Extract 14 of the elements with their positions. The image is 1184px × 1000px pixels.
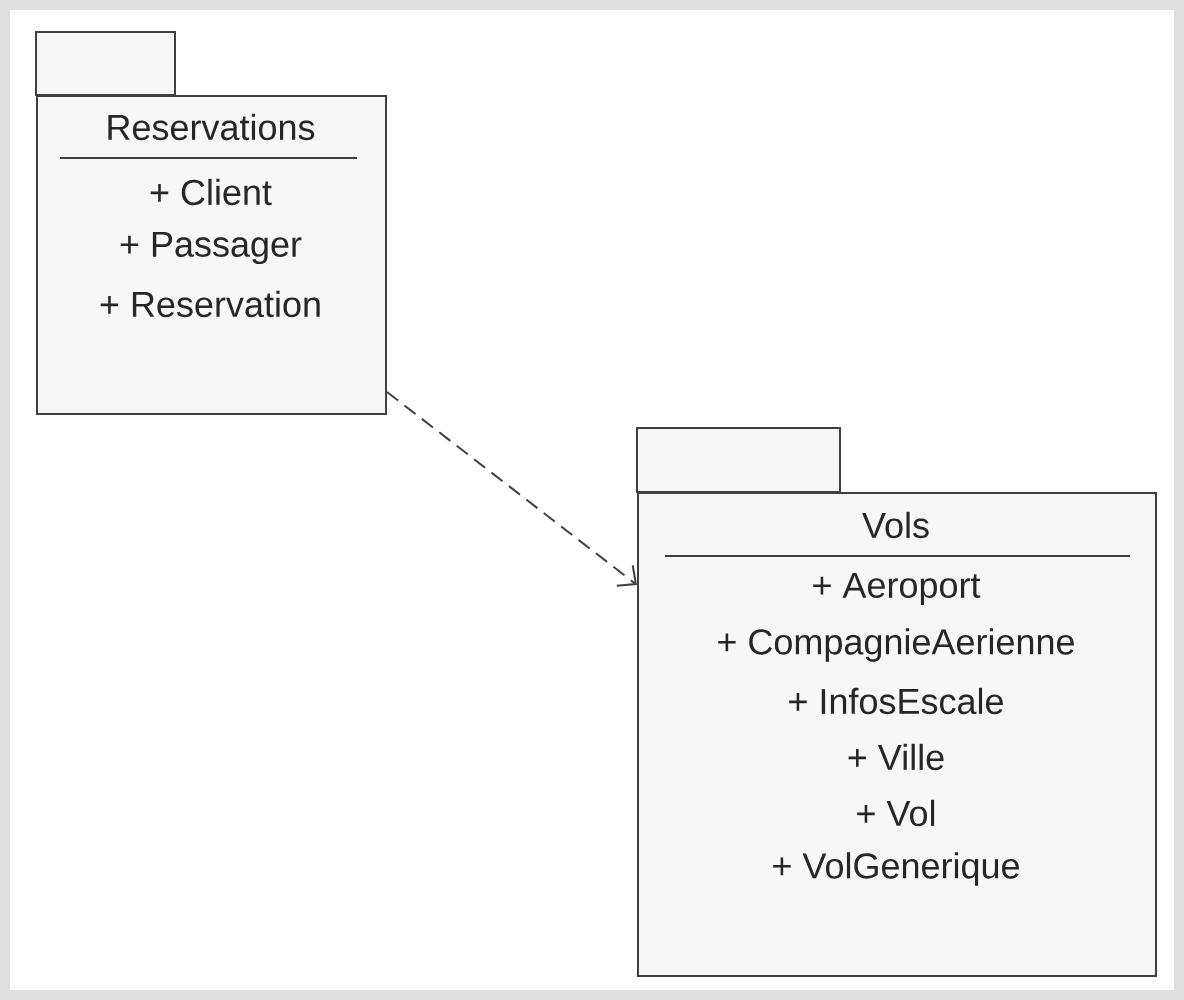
class-entry: + Ville: [848, 743, 944, 771]
class-entry: + Aeroport: [813, 572, 981, 606]
dependency-arrow: [386, 391, 637, 587]
class-entry: + InfosEscale: [789, 687, 1003, 715]
class-entry: + Vol: [857, 799, 935, 827]
package-box: [636, 427, 1157, 977]
class-entry: + Reservation: [100, 290, 320, 318]
class-entry: + VolGenerique: [773, 852, 1019, 886]
class-entry: + Client: [150, 178, 272, 206]
package-box: [35, 31, 387, 415]
package-name: Vols: [862, 511, 929, 539]
class-entry: + Passager: [120, 231, 302, 265]
class-entry: + CompagnieAerienne: [718, 628, 1074, 662]
package-name: Reservations: [108, 113, 315, 141]
